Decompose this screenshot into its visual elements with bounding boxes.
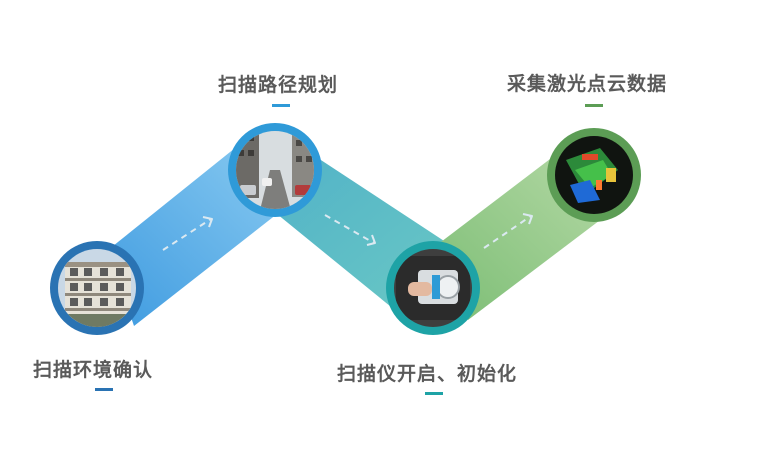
step-label-1: 扫描环境确认 xyxy=(33,359,154,381)
apartment-building-photo xyxy=(58,249,136,327)
step-underline-3 xyxy=(425,392,443,395)
dashed-arrow-1 xyxy=(162,216,213,251)
step-label-3: 扫描仪开启、初始化 xyxy=(337,363,518,385)
step-node-1 xyxy=(50,241,144,335)
dashed-arrow-3 xyxy=(483,213,533,249)
scanner-device-photo xyxy=(394,249,472,327)
step-underline-2 xyxy=(272,104,290,107)
step-label-2: 扫描路径规划 xyxy=(218,74,339,96)
step-label-4: 采集激光点云数据 xyxy=(507,73,668,95)
step-underline-4 xyxy=(585,104,603,107)
point-cloud-photo xyxy=(555,136,633,214)
dashed-arrow-2 xyxy=(324,214,376,246)
step-node-2 xyxy=(228,123,322,217)
step-underline-1 xyxy=(95,388,113,391)
step-node-4 xyxy=(547,128,641,222)
step-node-3 xyxy=(386,241,480,335)
